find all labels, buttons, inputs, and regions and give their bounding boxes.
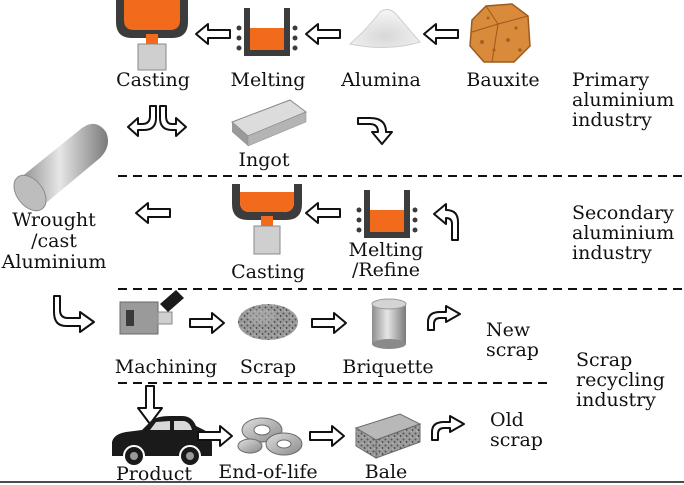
arrow-machining-to-scrap	[189, 312, 225, 334]
briquette-icon	[371, 298, 407, 349]
label-melting-refine: Melting /Refine	[348, 239, 424, 281]
casting-mould-2-icon	[232, 184, 302, 255]
label-wrought-cast-aluminium: Wrought /cast Aluminium	[1, 209, 107, 273]
section-secondary-industry: Secondary aluminium industry	[572, 202, 675, 264]
aluminium-cylinder-icon	[13, 123, 108, 212]
label-casting-secondary: Casting	[231, 261, 305, 283]
arrow-bauxite-to-alumina	[423, 23, 459, 45]
end-of-life-parts-icon	[237, 417, 303, 456]
label-alumina: Alumina	[341, 69, 421, 91]
arrow-melting-to-casting	[195, 23, 231, 45]
ingot-icon	[231, 99, 308, 147]
scrap-chips-icon	[238, 304, 298, 340]
split-arrow-icon	[127, 105, 187, 137]
label-new-scrap: New scrap	[486, 319, 539, 361]
label-product: Product	[116, 463, 192, 485]
label-melting-primary: Melting	[230, 69, 306, 91]
melting-furnace-2-icon	[356, 190, 418, 238]
label-bauxite: Bauxite	[466, 69, 540, 91]
casting-mould-icon	[116, 0, 188, 71]
label-scrap: Scrap	[239, 356, 297, 378]
alumina-powder-icon	[348, 8, 421, 49]
bale-icon	[354, 413, 422, 459]
machining-icon	[119, 290, 184, 335]
curved-arrow-old-scrap-icon	[431, 415, 465, 441]
label-machining: Machining	[114, 356, 218, 378]
melting-furnace-icon	[236, 8, 298, 56]
curved-arrow-to-secondary-icon	[357, 117, 393, 145]
label-ingot: Ingot	[238, 149, 290, 171]
arrow-endoflife-to-bale	[309, 425, 345, 447]
curved-arrow-into-refine-icon	[433, 203, 459, 241]
car-product-icon	[112, 416, 212, 467]
bauxite-rock-icon	[469, 3, 531, 63]
label-end-of-life: End-of-life	[218, 461, 318, 483]
label-casting-primary: Casting	[116, 69, 190, 91]
curved-arrow-new-scrap-icon	[427, 305, 461, 331]
arrow-machining-to-product	[137, 385, 163, 425]
arrow-alumina-to-melting	[305, 23, 341, 45]
label-briquette: Briquette	[342, 356, 434, 378]
section-primary-industry: Primary aluminium industry	[572, 69, 675, 131]
curved-arrow-to-machining-icon	[53, 295, 95, 333]
label-old-scrap: Old scrap	[490, 409, 543, 451]
arrow-melting-to-casting-2	[305, 202, 341, 224]
arrow-casting-to-wrought	[135, 202, 171, 224]
label-bale: Bale	[364, 461, 408, 483]
arrow-scrap-to-briquette	[311, 312, 347, 334]
section-scrap-recycling-industry: Scrap recycling industry	[576, 349, 665, 411]
